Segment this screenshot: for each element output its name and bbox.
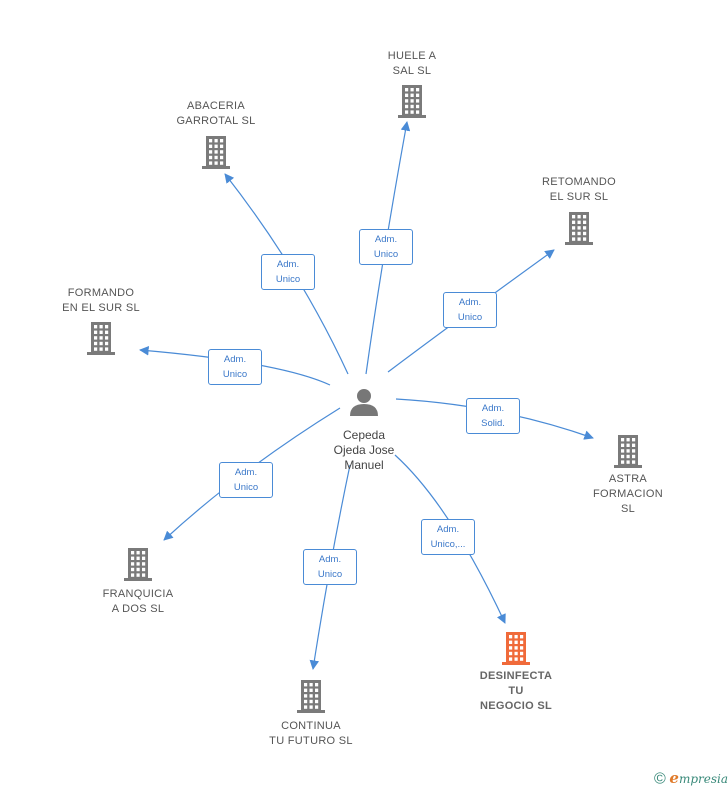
icons-layer <box>87 85 642 713</box>
company-label-astra-formacion[interactable]: ASTRA FORMACION SL <box>593 473 663 515</box>
building-icon-retomando-el-sur[interactable] <box>565 212 593 245</box>
company-label-continua-tu-futuro[interactable]: CONTINUA TU FUTURO SL <box>269 720 353 747</box>
building-icon-desinfecta-tu-negocio[interactable] <box>502 632 530 665</box>
role-badge-astra-formacion: Adm. Solid. <box>466 398 520 434</box>
building-icon-huele-a-sal[interactable] <box>398 85 426 118</box>
footer-brand[interactable]: © empresia <box>654 769 728 789</box>
role-badge-abaceria-garrotal: Adm. Unico <box>261 254 315 290</box>
building-icon-abaceria-garrotal[interactable] <box>202 136 230 169</box>
company-label-formando-en-el-sur[interactable]: FORMANDO EN EL SUR SL <box>62 287 140 314</box>
person-icon[interactable] <box>350 389 378 416</box>
role-badge-retomando-el-sur: Adm. Unico <box>443 292 497 328</box>
center-person-name[interactable]: Cepeda Ojeda Jose Manuel <box>333 428 395 472</box>
building-icon-continua-tu-futuro[interactable] <box>297 680 325 713</box>
company-label-desinfecta-tu-negocio[interactable]: DESINFECTA TU NEGOCIO SL <box>479 670 553 712</box>
role-badge-huele-a-sal: Adm. Unico <box>359 229 413 265</box>
company-label-franquicia-a-dos[interactable]: FRANQUICIA A DOS SL <box>102 588 174 615</box>
building-icon-astra-formacion[interactable] <box>614 435 642 468</box>
brand-logo: empresia <box>669 769 728 788</box>
role-badge-franquicia-a-dos: Adm. Unico <box>219 462 273 498</box>
role-badge-formando-en-el-sur: Adm. Unico <box>208 349 262 385</box>
copyright-icon: © <box>653 771 666 788</box>
role-badge-continua-tu-futuro: Adm. Unico <box>303 549 357 585</box>
building-icon-franquicia-a-dos[interactable] <box>124 548 152 581</box>
company-label-huele-a-sal[interactable]: HUELE A SAL SL <box>387 50 437 77</box>
company-label-retomando-el-sur[interactable]: RETOMANDO EL SUR SL <box>541 176 617 203</box>
role-badge-desinfecta-tu-negocio: Adm. Unico,... <box>421 519 475 555</box>
company-label-abaceria-garrotal[interactable]: ABACERIA GARROTAL SL <box>176 100 256 127</box>
building-icon-formando-en-el-sur[interactable] <box>87 322 115 355</box>
